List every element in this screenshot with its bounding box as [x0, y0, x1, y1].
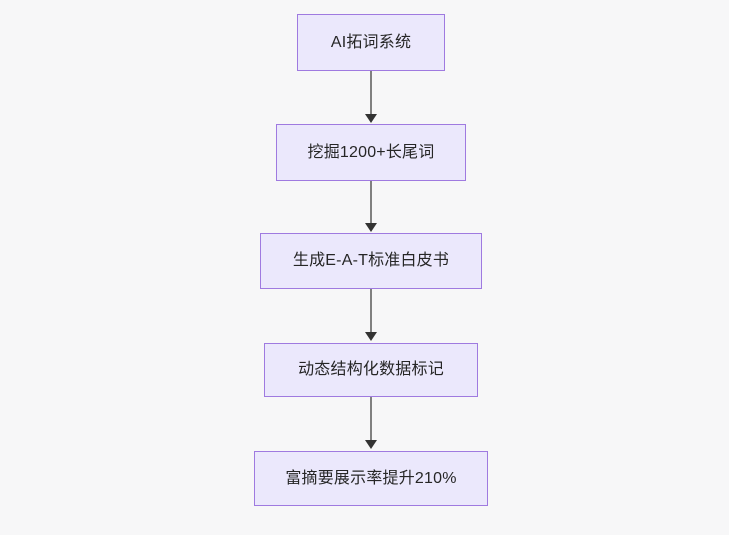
flowchart-node-eat-whitepaper[interactable]: 生成E-A-T标准白皮书 [260, 233, 482, 289]
flowchart-node-label: AI拓词系统 [330, 33, 412, 51]
flowchart-connector-1 [370, 71, 372, 116]
arrow-down-icon [365, 223, 377, 232]
arrow-down-icon [365, 440, 377, 449]
flowchart-node-rich-snippet-result[interactable]: 富摘要展示率提升210% [254, 451, 488, 506]
flowchart-node-ai-keyword-system[interactable]: AI拓词系统 [297, 14, 445, 71]
flowchart-node-label: 挖掘1200+长尾词 [307, 143, 435, 161]
flowchart-node-label: 动态结构化数据标记 [298, 361, 444, 379]
flowchart-connector-2 [370, 181, 372, 225]
flowchart-connector-4 [370, 397, 372, 442]
arrow-down-icon [365, 114, 377, 123]
flowchart-node-longtail-keywords[interactable]: 挖掘1200+长尾词 [276, 124, 466, 181]
arrow-down-icon [365, 332, 377, 341]
flowchart-node-label: 生成E-A-T标准白皮书 [292, 252, 450, 270]
flowchart-node-label: 富摘要展示率提升210% [285, 469, 457, 487]
flowchart-connector-3 [370, 289, 372, 334]
flowchart-node-structured-data-markup[interactable]: 动态结构化数据标记 [264, 343, 478, 397]
